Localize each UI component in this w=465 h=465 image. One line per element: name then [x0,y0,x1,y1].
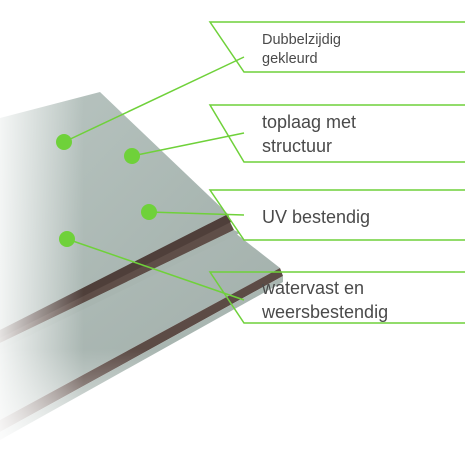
callout-dubbelzijdig-connector [63,56,245,143]
callout-toplaag-connector [131,132,245,157]
callout-watervast-line-2: weersbestendig [261,302,388,322]
callout-uv-bracket [208,189,465,241]
callout-toplaag-marker [124,148,140,164]
callout-watervast-marker [59,231,75,247]
callout-watervast: watervast en weersbestendig [59,231,465,324]
callout-toplaag-bracket [208,104,465,163]
callout-uv-marker [141,204,157,220]
callout-dubbelzijdig-marker [56,134,72,150]
bottom-fade [0,0,300,465]
callout-uv-line-1: UV bestendig [262,207,370,227]
callout-toplaag-label: toplaag met structuur [262,112,361,156]
callout-uv-connector [148,211,245,216]
callout-watervast-connector [66,238,245,301]
callout-watervast-line-1: watervast en [261,278,364,298]
callout-uv-label: UV bestendig [262,207,370,227]
callout-dubbelzijdig-line-1: Dubbelzijdig [262,32,341,48]
callout-dubbelzijdig-label: Dubbelzijdig gekleurd [262,32,345,67]
callout-toplaag-line-2: structuur [262,136,332,156]
callout-watervast-label: watervast en weersbestendig [261,278,388,322]
callout-toplaag: toplaag met structuur [124,104,465,164]
callout-dubbelzijdig-line-2: gekleurd [262,51,318,67]
callout-dubbelzijdig: Dubbelzijdig gekleurd [56,21,465,150]
callout-toplaag-line-1: toplaag met [262,112,356,132]
callout-watervast-bracket [208,271,465,324]
callout-dubbelzijdig-bracket [208,21,465,73]
callout-uv: UV bestendig [141,189,465,241]
